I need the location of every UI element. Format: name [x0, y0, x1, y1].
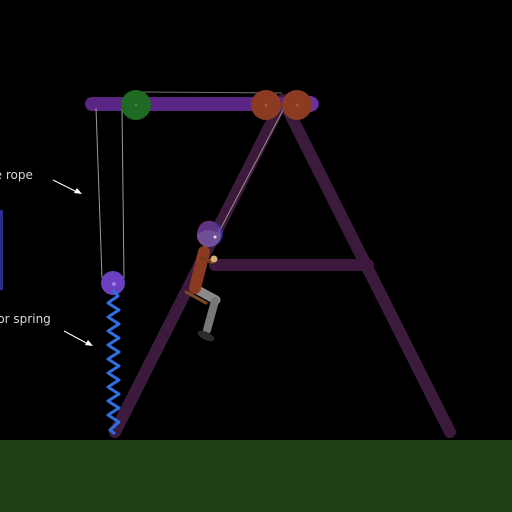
rope-label: re rope	[0, 168, 33, 182]
edge-marker	[0, 210, 3, 290]
figure-selection-ring	[197, 221, 223, 247]
figure-eye	[213, 235, 217, 239]
figure-arm	[200, 256, 214, 264]
figure-shin	[203, 297, 219, 334]
figure-shoe	[197, 330, 215, 342]
pulley-pivot-right	[295, 103, 299, 107]
swing-rope[interactable]	[211, 109, 284, 246]
pulley-pivot-left	[264, 103, 268, 107]
rope-left[interactable]	[95, 107, 103, 279]
rope-right[interactable]	[121, 107, 125, 279]
spring-annotation-arrow	[63, 330, 93, 346]
climber-figure[interactable]	[184, 220, 223, 344]
swing-seat	[184, 290, 208, 305]
pulley-pivot-green	[134, 103, 138, 107]
spring-anchor-pin	[112, 282, 116, 286]
spring-label: oor spring	[0, 312, 51, 326]
figure-hand	[210, 255, 218, 263]
rope-annotation-arrow	[52, 179, 82, 194]
ground	[0, 440, 512, 512]
floor-spring[interactable]	[106, 289, 121, 436]
